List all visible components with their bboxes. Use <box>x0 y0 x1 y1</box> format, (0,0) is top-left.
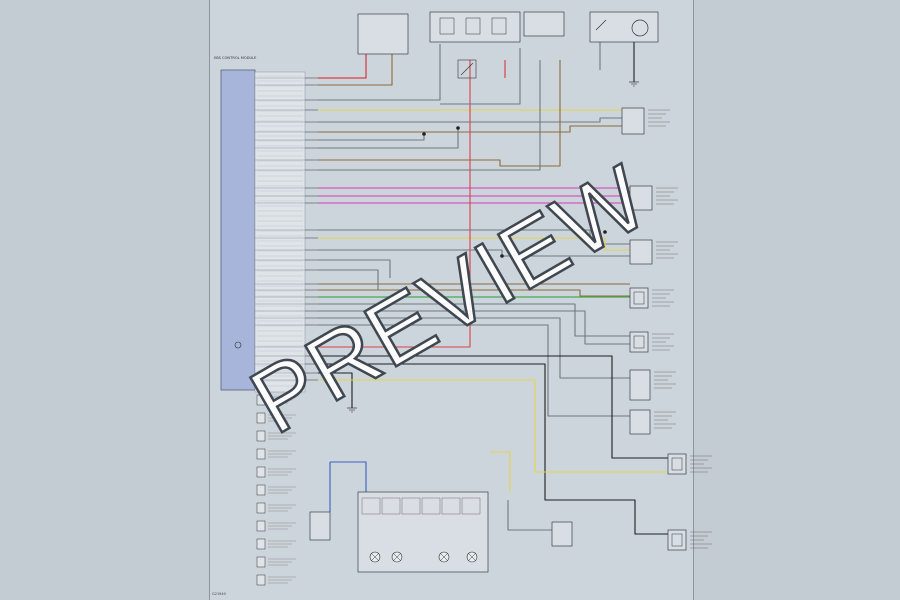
lamp-cross <box>468 553 476 561</box>
yaw-rate-sensor <box>629 369 651 401</box>
wire-can-l <box>318 269 379 290</box>
pressure-sensor <box>621 107 645 135</box>
cluster-cell <box>421 497 441 515</box>
parking-brake-switch <box>551 521 573 547</box>
abs-valve-6 <box>256 484 266 496</box>
wire-can-h <box>318 259 391 278</box>
brake-fluid-switch <box>309 511 331 541</box>
lamp-cross <box>440 553 448 561</box>
fuse-icon <box>439 17 455 35</box>
ecu-body <box>220 69 256 391</box>
cluster-cell <box>381 497 401 515</box>
splice-4 <box>603 230 607 234</box>
abs-valve-11 <box>256 574 266 586</box>
wire-relay-sig <box>318 60 541 171</box>
wire-relay-ctl <box>318 60 561 167</box>
splice-2 <box>456 126 460 130</box>
abs-valve-7 <box>256 502 266 514</box>
relay-contact <box>460 62 474 76</box>
ecu-connector-block <box>254 71 306 393</box>
wire-lf-ws-1 <box>318 303 630 337</box>
cluster-cell <box>401 497 421 515</box>
wire-ground <box>318 372 353 408</box>
wire-steer-1 <box>318 229 630 245</box>
ecu-title: EBS CONTROL MODULE <box>214 56 257 60</box>
wire-pressure-gnd <box>318 125 622 133</box>
abs-valve-5 <box>256 466 266 478</box>
rf-wheel-speed-sensor <box>629 287 649 309</box>
abs-valve-10 <box>256 556 266 568</box>
wire-switch-a <box>318 134 425 141</box>
ecu-ground-symbol <box>234 341 242 349</box>
lamp-cross <box>371 553 379 561</box>
wire-switch-b <box>318 128 459 149</box>
lateral-accel-sensor <box>629 409 651 435</box>
wire-ign-feed <box>318 44 441 101</box>
abs-valve-1 <box>256 394 266 406</box>
component-layer <box>256 11 712 586</box>
wire-relay-out <box>440 48 521 105</box>
wire-lr-ws-1 <box>318 363 668 535</box>
wire-steer-3 <box>318 249 630 257</box>
fuse-icon <box>465 17 481 35</box>
wire-lf-ws-2 <box>318 310 630 345</box>
lamp-cross <box>393 553 401 561</box>
sensor-coil-icon <box>671 457 683 471</box>
wire-cluster-sig <box>490 451 511 492</box>
switch-icon <box>595 19 607 31</box>
lr-wheel-speed-sensor <box>667 529 687 551</box>
wire-cluster-feed <box>330 461 367 492</box>
lamp-icon <box>631 19 649 37</box>
brake-switch <box>589 11 659 43</box>
fuse-group <box>429 11 521 43</box>
steering-angle-sensor <box>629 239 653 265</box>
wire-lat-1 <box>318 324 630 417</box>
wire-layer <box>318 30 668 535</box>
figure-code: G21940 <box>212 592 226 596</box>
abs-valve-8 <box>256 520 266 532</box>
wire-pbrake <box>507 500 552 531</box>
wire-fused-b <box>318 60 471 348</box>
cluster-cell <box>361 497 381 515</box>
sensor-coil-icon <box>671 533 683 547</box>
relay-icon <box>457 59 477 79</box>
sensor-coil-icon <box>633 335 645 349</box>
wire-yaw-1 <box>318 317 630 379</box>
abs-valve-4 <box>256 448 266 460</box>
wire-rf-ws-2 <box>318 289 630 297</box>
abs-valve-3 <box>256 430 266 442</box>
abs-valve-9 <box>256 538 266 550</box>
sensor-coil-icon <box>633 291 645 305</box>
cluster-cell <box>441 497 461 515</box>
fuse-relay-box <box>357 13 409 55</box>
brake-pedal-sensor <box>629 185 653 211</box>
splice-1 <box>422 132 426 136</box>
splice-3 <box>500 254 504 258</box>
wire-rr-ws-2 <box>318 379 668 473</box>
wire-rr-ws-1 <box>318 355 668 459</box>
ecu-layer <box>220 69 318 393</box>
wire-steer-2 <box>318 237 630 251</box>
fuse-icon <box>491 17 507 35</box>
relay-module <box>523 11 565 37</box>
lf-wheel-speed-sensor <box>629 331 649 353</box>
wire-pressure-ref <box>318 117 622 123</box>
cluster-cell <box>461 497 481 515</box>
abs-valve-2 <box>256 412 266 424</box>
rr-wheel-speed-sensor <box>667 453 687 475</box>
